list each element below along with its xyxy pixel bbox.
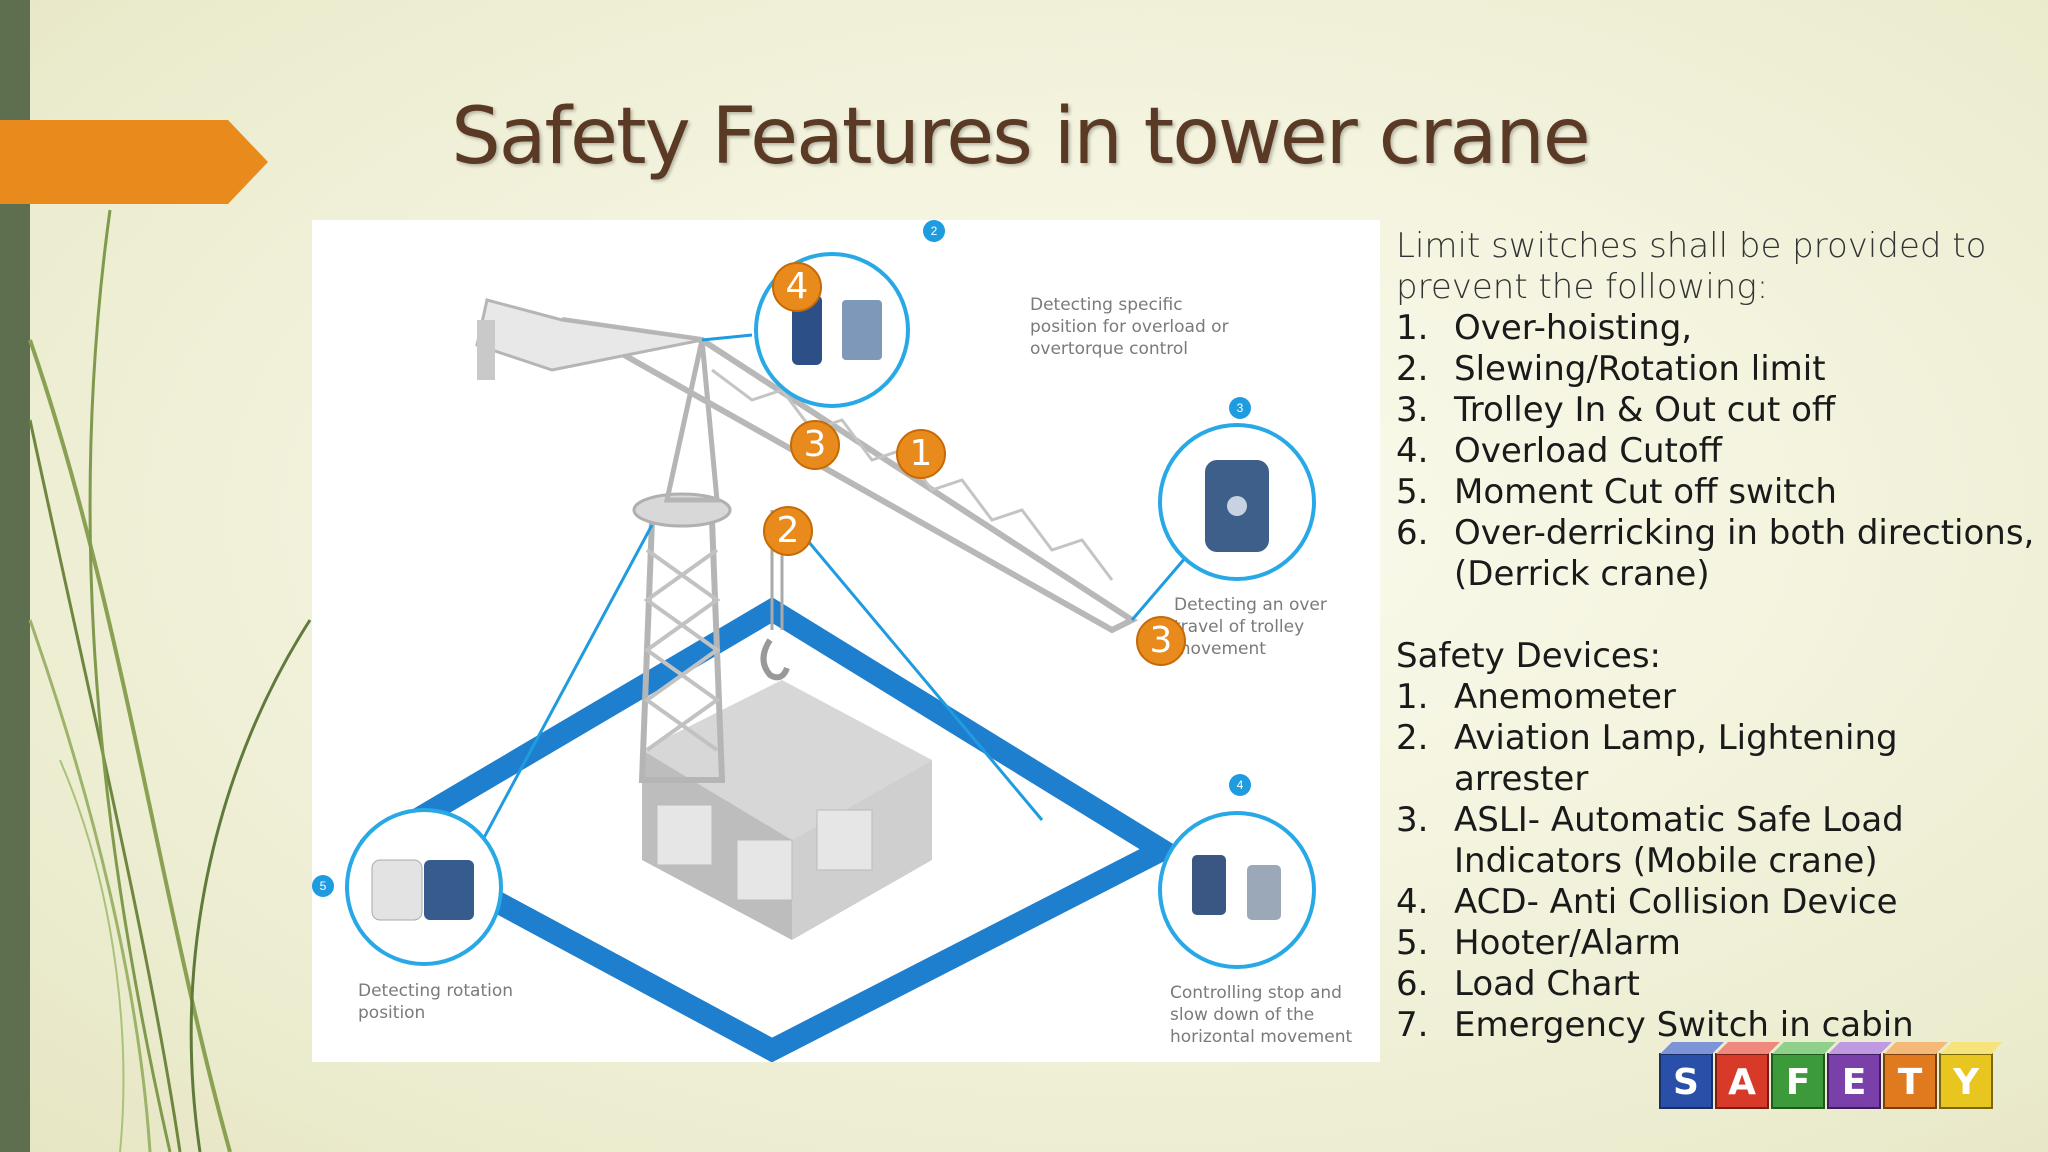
list-item: 5.Moment Cut off switch xyxy=(1396,472,1837,512)
crane-illustration xyxy=(345,252,1316,1062)
marker-2: 2 xyxy=(763,506,813,556)
list-item: 6.Over-derricking in both directions, (D… xyxy=(1396,513,2035,594)
safety-devices-list: 1.Anemometer 2.Aviation Lamp, Lightening… xyxy=(1396,677,2036,1046)
marker-3-jib-end: 3 xyxy=(1136,616,1186,666)
logo-letter-a: A xyxy=(1728,1062,1756,1103)
text-panel: Limit switches shall be provided to prev… xyxy=(1396,226,2036,1046)
limit-switches-list: 1.Over-hoisting, 2.Slewing/Rotation limi… xyxy=(1396,308,2036,595)
callout-overload-caption: Detecting specific position for overload… xyxy=(1030,295,1229,359)
callout-number-5: 5 xyxy=(312,875,334,897)
decorative-grass-lines xyxy=(28,209,312,1152)
list-item: 5.Hooter/Alarm xyxy=(1396,923,1681,963)
list-item: 4.ACD- Anti Collision Device xyxy=(1396,882,1898,922)
list-item: 1.Anemometer xyxy=(1396,677,1676,717)
list-item: 3.ASLI- Automatic Safe Load Indicators (… xyxy=(1396,800,1904,881)
list-item: 3.Trolley In & Out cut off xyxy=(1396,390,1836,430)
limit-switches-intro: Limit switches shall be provided to prev… xyxy=(1396,226,1987,307)
list-item: 2.Slewing/Rotation limit xyxy=(1396,349,1826,389)
list-item: 7.Emergency Switch in cabin xyxy=(1396,1005,1914,1045)
list-item: 4.Overload Cutoff xyxy=(1396,431,1723,471)
safety-blocks-logo: S A F E T Y xyxy=(1659,1042,2002,1109)
callout-horizontal-caption: Controlling stop and slow down of the ho… xyxy=(1170,983,1353,1047)
safety-devices-heading: Safety Devices: xyxy=(1396,636,1662,676)
crane-diagram: 2 3 4 5 Detecting specific position for … xyxy=(312,220,1380,1062)
slide-title: Safety Features in tower crane xyxy=(451,92,1591,182)
spacer xyxy=(1396,595,2036,636)
logo-letter-f: F xyxy=(1786,1062,1811,1103)
callout-trolley-caption: Detecting an over travel of trolley move… xyxy=(1174,595,1327,659)
callout-number-3: 3 xyxy=(1229,397,1251,419)
list-item: 6.Load Chart xyxy=(1396,964,1640,1004)
marker-4: 4 xyxy=(772,262,822,312)
list-item: 2.Aviation Lamp, Lightening arrester xyxy=(1396,718,1898,799)
callout-number-4: 4 xyxy=(1229,774,1251,796)
callout-rotation-caption: Detecting rotation position xyxy=(358,981,514,1023)
list-item: 1.Over-hoisting, xyxy=(1396,308,1693,348)
logo-letter-t: T xyxy=(1898,1062,1923,1103)
logo-letter-s: S xyxy=(1673,1062,1699,1103)
logo-letter-e: E xyxy=(1842,1062,1867,1103)
orange-arrow-decoration xyxy=(0,120,268,204)
logo-letter-y: Y xyxy=(1952,1062,1980,1103)
marker-3-top: 3 xyxy=(790,420,840,470)
marker-1: 1 xyxy=(896,429,946,479)
callout-number-2: 2 xyxy=(923,220,945,242)
